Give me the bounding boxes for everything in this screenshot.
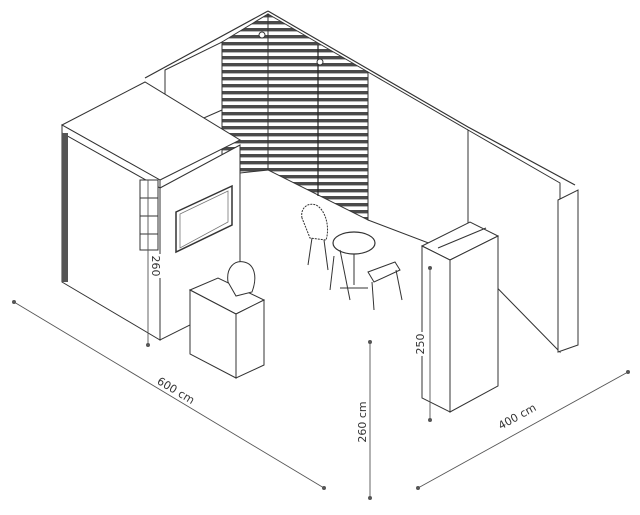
shelving-unit (139, 179, 159, 251)
right-wall-end-post (557, 189, 579, 353)
dimension-tower-height (428, 266, 432, 422)
tower-side (449, 235, 499, 413)
round-table (332, 231, 376, 255)
tower-height-label: 250 (414, 334, 427, 355)
chair-icon (367, 261, 401, 283)
dimension-width (12, 300, 326, 490)
wall-screen (175, 184, 233, 254)
dimension-depth (416, 370, 630, 490)
right-wall-panel-2 (467, 129, 561, 354)
depth-dimension-label: 400 cm (496, 401, 538, 432)
dimension-storage-height (146, 180, 150, 347)
cabin-corner-post (62, 133, 68, 282)
counter-side (235, 299, 265, 379)
height-dimension-label: 260 cm (356, 401, 369, 442)
tower-front (421, 245, 451, 413)
storage-height-label: 260 (149, 256, 162, 277)
spotlight-icon (316, 58, 324, 66)
chair-icon (227, 261, 256, 297)
dimension-height (368, 340, 372, 500)
spotlight-icon (258, 31, 266, 39)
chair-icon (301, 203, 329, 241)
